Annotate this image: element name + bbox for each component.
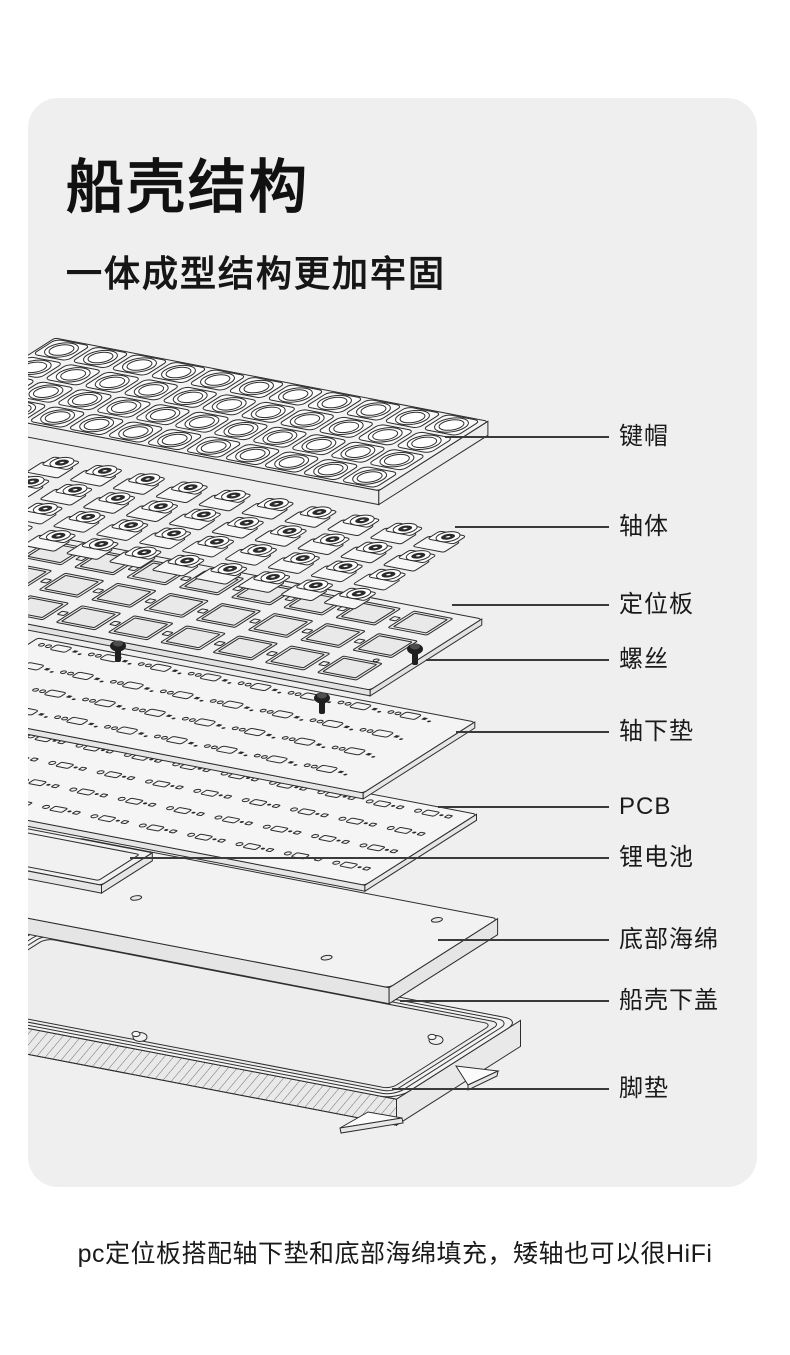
part-label-pcb: PCB (619, 793, 672, 820)
card-header: 船壳结构 一体成型结构更加牢固 (66, 155, 447, 297)
leader-line-screws (426, 659, 609, 661)
switches-grid (28, 455, 471, 609)
leader-line-battery (130, 857, 609, 859)
leader-line-switches (455, 526, 609, 528)
part-label-sponge: 底部海绵 (619, 926, 719, 953)
pcb-shape (28, 728, 476, 885)
bottom-caption: pc定位板搭配轴下垫和底部海绵填充，矮轴也可以很HiFi (77, 1240, 713, 1268)
part-label-switch-pad: 轴下垫 (619, 718, 694, 745)
leader-line-pcb (438, 806, 609, 808)
part-label-switches: 轴体 (619, 513, 669, 540)
part-label-plate: 定位板 (619, 591, 694, 618)
page-title: 船壳结构 (66, 155, 311, 220)
part-label-battery: 锂电池 (619, 844, 694, 871)
keycaps-block (28, 338, 488, 491)
page-subtitle: 一体成型结构更加牢固 (66, 252, 447, 294)
leader-line-plate (452, 604, 609, 606)
exploded-keyboard-diagram (28, 98, 757, 1187)
battery-shape (28, 810, 152, 885)
leader-line-switch-pad (456, 731, 609, 733)
part-label-keycaps: 键帽 (619, 423, 669, 450)
leader-line-feet (392, 1088, 609, 1090)
switch-pad-shape (28, 638, 475, 793)
part-label-screws: 螺丝 (619, 646, 669, 673)
feature-card: 船壳结构 一体成型结构更加牢固 (28, 98, 757, 1187)
part-label-case-bottom: 船壳下盖 (619, 987, 719, 1014)
leader-line-sponge (438, 939, 609, 941)
leader-line-keycaps (445, 436, 609, 438)
part-label-feet: 脚垫 (619, 1075, 669, 1102)
leader-line-case-bottom (400, 1000, 609, 1002)
